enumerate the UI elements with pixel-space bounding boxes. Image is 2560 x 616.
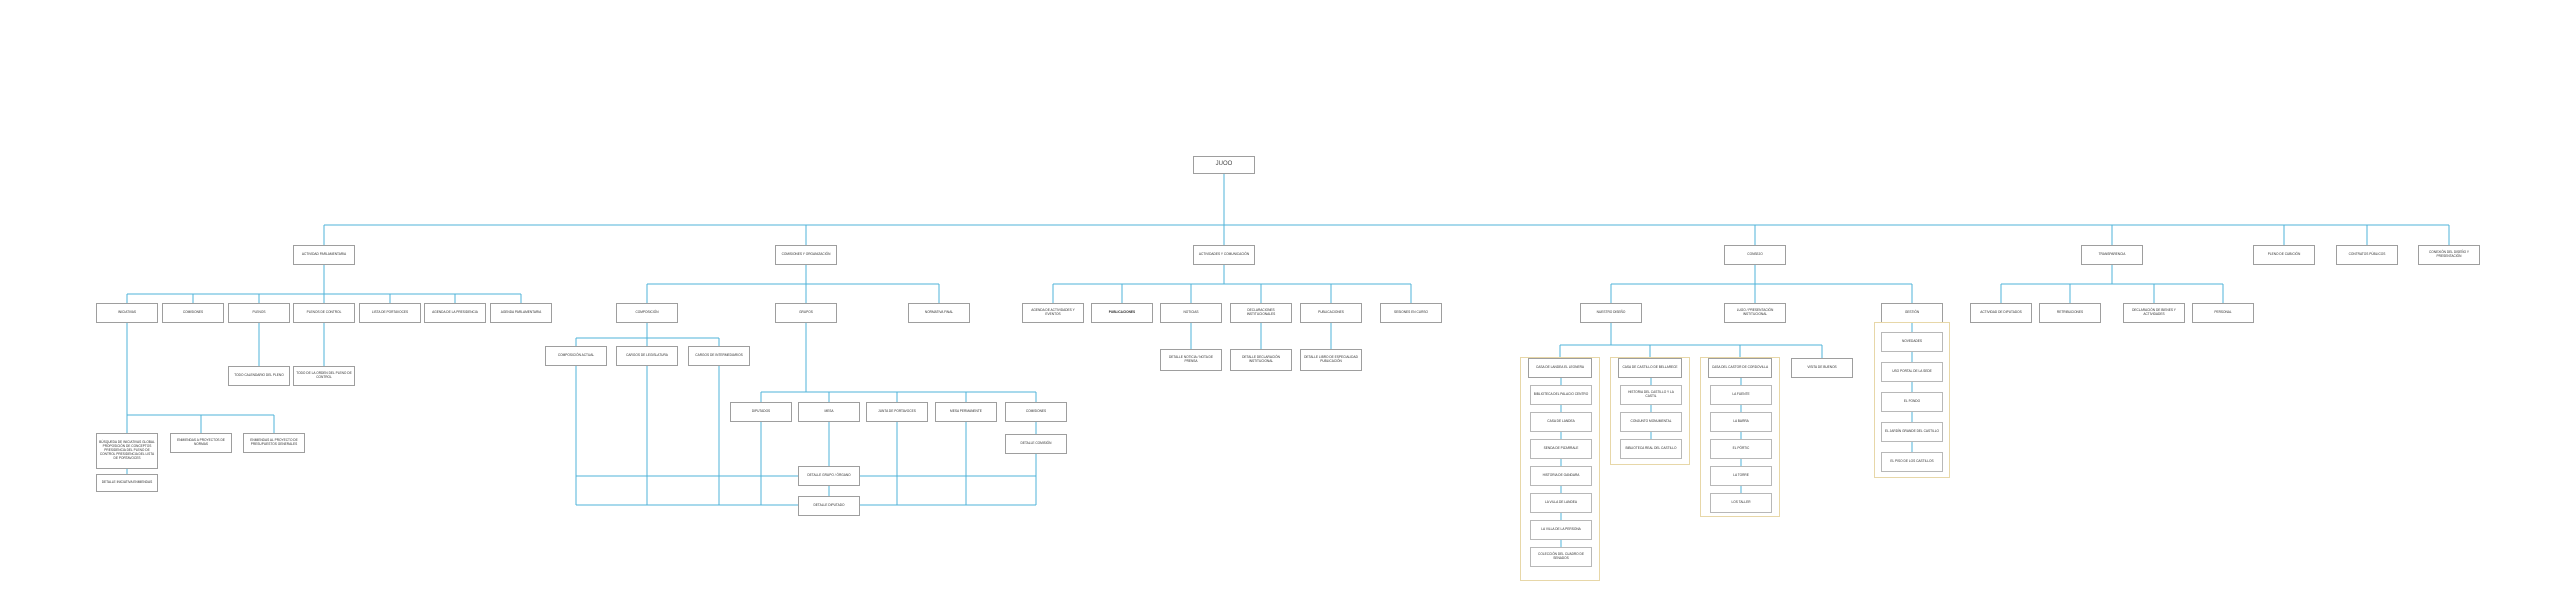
list-d-item[interactable]: USO PORTAL DE LA SEDE bbox=[1881, 362, 1943, 382]
node-casa-castillo[interactable]: CASA DE CASTILLO DE BELLARECE bbox=[1618, 358, 1682, 378]
list-d-item[interactable]: EL JARDÍN GRANDE DEL CASTILLO bbox=[1881, 422, 1943, 442]
node-grupos[interactable]: GRUPOS bbox=[775, 303, 837, 323]
node-plenos-control[interactable]: PLENOS DE CONTROL bbox=[293, 303, 355, 323]
list-d-item[interactable]: EL FONDO bbox=[1881, 392, 1943, 412]
node-conexion-diseno[interactable]: CONEXIÓN DEL DISEÑO Y PRESENTACIÓN bbox=[2418, 245, 2480, 265]
node-declaraciones[interactable]: DECLARACIONES INSTITUCIONALES bbox=[1230, 303, 1292, 323]
list-b-item[interactable]: BIBLIOTECA REAL DEL CASTILLO bbox=[1620, 439, 1682, 459]
node-retribuciones[interactable]: RETRIBUCIONES bbox=[2039, 303, 2101, 323]
list-c-item[interactable]: LA BARRA bbox=[1710, 412, 1772, 432]
node-enmiendas-presupuestos[interactable]: ENMIENDAS AL PROYECTO DE PRESUPUESTOS GE… bbox=[243, 433, 305, 453]
node-mesa[interactable]: MESA bbox=[798, 402, 860, 422]
node-actividad-parlamentaria[interactable]: ACTIVIDAD PARLAMENTARIA bbox=[293, 245, 355, 265]
node-agenda-presidencia[interactable]: AGENDA DE LA PRESIDENCIA bbox=[424, 303, 486, 323]
node-casa-landea[interactable]: CASA DE LANDEA EL LEONERA bbox=[1528, 358, 1592, 378]
node-noticias[interactable]: NOTICIAS bbox=[1160, 303, 1222, 323]
node-publicaciones-a[interactable]: PUBLICACIONES bbox=[1091, 303, 1153, 323]
node-gestion[interactable]: GESTIÓN bbox=[1881, 303, 1943, 323]
node-detalle-iniciativa[interactable]: DETALLE INICIATIVA ENMIENDAS bbox=[96, 474, 158, 492]
list-b-item[interactable]: HISTORIA DEL CASTILLO Y LA CASTIL bbox=[1620, 385, 1682, 405]
node-consejo[interactable]: CONSEJO bbox=[1724, 245, 1786, 265]
group-casa-landea bbox=[1520, 357, 1600, 581]
list-a-item[interactable]: HISTORIA DE GANDARA bbox=[1530, 466, 1592, 486]
node-detalle-publicacion[interactable]: DETALLE LIBRO DE ESPECIALIDAD PUBLICACIÓ… bbox=[1300, 349, 1362, 371]
node-mesa-permanente[interactable]: MESA PERMANENTE bbox=[935, 402, 997, 422]
list-a-item[interactable]: LA VILLA DE LA PERSONA bbox=[1530, 520, 1592, 540]
list-d-item[interactable]: EL PISO DE LOS CASTILLOS bbox=[1881, 452, 1943, 472]
node-cargos-legislatura[interactable]: CARGOS DE LEGISLATURA bbox=[616, 346, 678, 366]
node-transparencia[interactable]: TRANSPARENCIA bbox=[2081, 245, 2143, 265]
group-casa-castor bbox=[1700, 357, 1780, 517]
node-casa-castor[interactable]: CASA DEL CASTOR DE CORDOVILLA bbox=[1708, 358, 1772, 378]
node-actividades-comunicacion[interactable]: ACTIVIDADES Y COMUNICACIÓN bbox=[1193, 245, 1255, 265]
group-casa-castillo bbox=[1610, 357, 1690, 465]
node-agenda-actividades[interactable]: AGENDA DE ACTIVIDADES Y EVENTOS bbox=[1022, 303, 1084, 323]
node-busqueda-iniciativas[interactable]: BÚSQUEDA DE INICIATIVAS GLOBAL PROPOSICI… bbox=[96, 433, 158, 469]
node-detalle-comision[interactable]: DETALLE COMISIÓN bbox=[1005, 434, 1067, 454]
node-detalle-diputado[interactable]: DETALLE DIPUTADO bbox=[798, 496, 860, 516]
node-detalle-noticia[interactable]: DETALLE NOTICIA / NOTA DE PRENSA bbox=[1160, 349, 1222, 371]
node-lista-portavoces[interactable]: LISTA DE PORTAVOCES bbox=[359, 303, 421, 323]
node-comisiones-grupos[interactable]: COMISIONES bbox=[1005, 402, 1067, 422]
node-declaracion-bienes[interactable]: DECLARACIÓN DE BIENES Y ACTIVIDADES bbox=[2123, 303, 2185, 323]
node-control-orden[interactable]: TODO DE LA ORDEN DEL PLENO DE CONTROL bbox=[293, 366, 355, 386]
node-visita-buenos[interactable]: VISITA DE BUENOS bbox=[1791, 358, 1853, 378]
node-comisiones[interactable]: COMISIONES bbox=[162, 303, 224, 323]
list-a-item[interactable]: LA VILLA DE LANDEA bbox=[1530, 493, 1592, 513]
node-enmiendas-normas[interactable]: ENMIENDAS A PROYECTOS DE NORMAS bbox=[170, 433, 232, 453]
node-comisiones-organizacion[interactable]: COMISIONES Y ORGANIZACIÓN bbox=[775, 245, 837, 265]
node-agenda-parlamentaria[interactable]: AGENDA PARLAMENTARIA bbox=[490, 303, 552, 323]
list-a-item[interactable]: COLECCIÓN DEL CUADRO DE SENADOS bbox=[1530, 547, 1592, 567]
list-c-item[interactable]: LA FUENTE bbox=[1710, 385, 1772, 405]
node-iniciativas[interactable]: INICIATIVAS bbox=[96, 303, 158, 323]
list-a-item[interactable]: BIBLIOTECA DEL PALACIO CENTRO bbox=[1530, 385, 1592, 405]
node-contratos-publicos[interactable]: CONTRATOS PÚBLICOS bbox=[2336, 245, 2398, 265]
node-composicion[interactable]: COMPOSICIÓN bbox=[616, 303, 678, 323]
node-plenos-calendario[interactable]: TODO CALENDARIO DEL PLENO bbox=[228, 366, 290, 386]
list-b-item[interactable]: CONJUNTO MONUMENTAL bbox=[1620, 412, 1682, 432]
list-c-item[interactable]: LOS TALLER bbox=[1710, 493, 1772, 513]
list-a-item[interactable]: CASA DE LANDEA bbox=[1530, 412, 1592, 432]
list-c-item[interactable]: LA TORRE bbox=[1710, 466, 1772, 486]
node-composicion-actual[interactable]: COMPOSICIÓN ACTUAL bbox=[545, 346, 607, 366]
node-nuestro-diseno[interactable]: NUESTRO DISEÑO bbox=[1580, 303, 1642, 323]
node-publicaciones-b[interactable]: PUBLICACIONES bbox=[1300, 303, 1362, 323]
list-c-item[interactable]: EL PÓRTIC bbox=[1710, 439, 1772, 459]
node-pleno-cubicion[interactable]: PLENO DE CUBICIÓN bbox=[2253, 245, 2315, 265]
node-plenos[interactable]: PLENOS bbox=[228, 303, 290, 323]
node-normativa-final[interactable]: NORMATIVA FINAL bbox=[908, 303, 970, 323]
node-lugo-presentacion[interactable]: LUGO / PRESENTACIÓN INSTITUCIONAL bbox=[1724, 303, 1786, 323]
node-junta-portavoces[interactable]: JUNTA DE PORTAVOCES bbox=[866, 402, 928, 422]
node-cargos-intermediarios[interactable]: CARGOS DE INTERMEDIARIOS bbox=[688, 346, 750, 366]
list-a-item[interactable]: SENDA DE PIZARRALE bbox=[1530, 439, 1592, 459]
node-actividad-diputados[interactable]: ACTIVIDAD DE DIPUTADOS bbox=[1970, 303, 2032, 323]
root-node[interactable]: JUOO bbox=[1193, 156, 1255, 174]
node-sesiones-curso[interactable]: SESIONES EN CURSO bbox=[1380, 303, 1442, 323]
node-personal[interactable]: PERSONAL bbox=[2192, 303, 2254, 323]
node-detalle-grupo[interactable]: DETALLE GRUPO / ÓRGANO bbox=[798, 466, 860, 486]
node-diputados[interactable]: DIPUTADOS bbox=[730, 402, 792, 422]
list-d-item[interactable]: NOVEDADES bbox=[1881, 332, 1943, 352]
node-detalle-declaracion[interactable]: DETALLE DECLARACIÓN INSTITUCIONAL bbox=[1230, 349, 1292, 371]
group-gestion bbox=[1874, 322, 1950, 478]
